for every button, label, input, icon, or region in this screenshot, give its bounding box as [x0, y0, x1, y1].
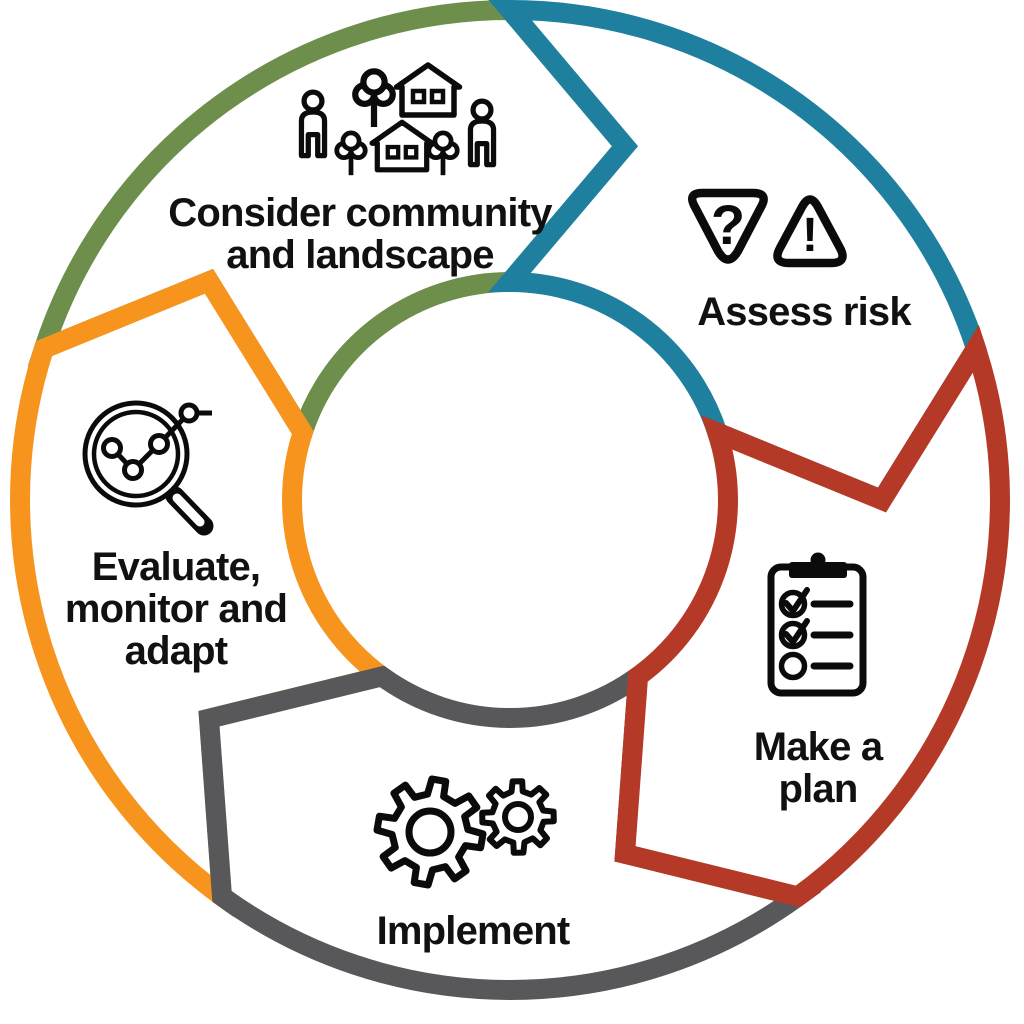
question-triangle-icon	[687, 188, 768, 264]
step-label-make-a-plan: Make a plan	[753, 725, 883, 811]
exclamation-mark-glyph: !	[802, 209, 818, 262]
gear-hole	[502, 801, 534, 833]
clipboard-clip	[789, 562, 847, 578]
data-point	[178, 402, 200, 424]
step-label-implement: Implement	[376, 909, 571, 953]
empty-circle	[778, 651, 808, 681]
gears-icon	[373, 775, 557, 889]
clipboard-checklist-icon	[767, 552, 867, 697]
check-mark	[783, 587, 810, 614]
step-label-consider-community-and-landscape: Consider community and landscape	[168, 191, 552, 277]
check-mark	[783, 618, 810, 645]
lens-inner-rim	[91, 409, 181, 499]
magnifier-chart-icon	[82, 400, 214, 536]
warning-question-triangles-icon: ? !	[687, 188, 847, 268]
question-mark-glyph: ?	[711, 193, 745, 256]
step-label-assess-risk: Assess risk	[697, 290, 911, 334]
data-point	[148, 433, 170, 455]
gear-hole	[405, 807, 455, 857]
segment-assess-risk	[488, 0, 987, 513]
data-point	[101, 437, 123, 459]
data-point	[122, 459, 144, 481]
magnifier-handle-core	[172, 493, 205, 527]
exclamation-triangle-icon	[773, 195, 847, 268]
step-label-evaluate-monitor-and-adapt: Evaluate, monitor and adapt	[64, 545, 288, 673]
